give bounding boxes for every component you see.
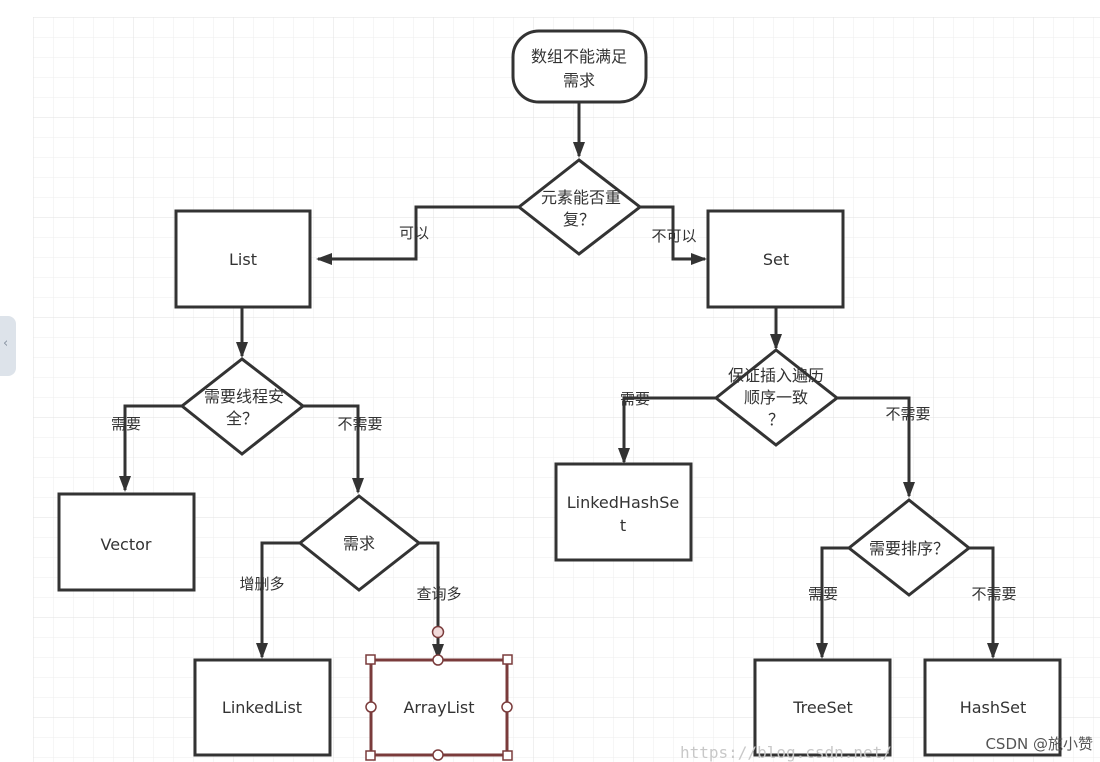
node-q-order[interactable] xyxy=(713,348,840,447)
node-q-need[interactable] xyxy=(297,494,422,592)
label-linkedlist: LinkedList xyxy=(222,698,302,717)
label-q-sort: 需要排序？ xyxy=(869,539,949,558)
edge-order-to-linkedhashset xyxy=(618,396,716,464)
node-set[interactable] xyxy=(706,209,845,309)
edge-label-sort-noneed: 不需要 xyxy=(971,585,1016,603)
label-list: List xyxy=(229,250,257,269)
label-treeset: TreeSet xyxy=(792,698,853,717)
rotate-handle[interactable] xyxy=(431,625,445,639)
label-start-line2: 需求 xyxy=(563,71,595,90)
node-treeset[interactable] xyxy=(753,658,892,757)
label-linkedhashset-line1: LinkedHashSe xyxy=(567,493,680,512)
label-q-thread-line1: 需要线程安 xyxy=(204,387,284,406)
edge-label-add-delete: 增删多 xyxy=(239,575,284,593)
edge-label-query: 查询多 xyxy=(416,585,461,603)
label-q-repeat-line1: 元素能否重 xyxy=(541,188,621,207)
label-vector: Vector xyxy=(101,535,152,554)
label-q-need: 需求 xyxy=(343,534,375,553)
label-hashset: HashSet xyxy=(960,698,1027,717)
watermark-url: https://blog.csdn.net/ xyxy=(680,743,892,762)
label-start-line1: 数组不能满足 xyxy=(531,47,627,66)
node-start[interactable] xyxy=(511,29,648,104)
node-linkedhashset[interactable] xyxy=(554,462,693,562)
credit-label: CSDN @施小赞 xyxy=(985,735,1093,753)
label-q-order-line2: 顺序一致 xyxy=(744,388,808,407)
label-q-repeat-line2: 复？ xyxy=(563,210,595,229)
edge-thread-to-vector xyxy=(119,404,182,492)
edge-sort-to-treeset xyxy=(816,546,849,659)
edge-label-order-need: 需要 xyxy=(620,390,650,408)
collapse-panel-tab[interactable] xyxy=(0,316,16,376)
edge-repeat-to-list xyxy=(316,205,519,265)
node-linkedlist[interactable] xyxy=(193,658,332,757)
edge-label-sort-need: 需要 xyxy=(808,585,838,603)
label-q-order-line1: 保证插入遍历 xyxy=(728,366,824,385)
grid-background-major xyxy=(33,17,1100,762)
edge-thread-to-need xyxy=(303,404,364,494)
edge-repeat-to-set xyxy=(640,205,707,265)
chevron-left-icon[interactable]: ‹ xyxy=(3,336,9,351)
edge-need-to-arraylist xyxy=(419,541,444,660)
edge-label-no: 不可以 xyxy=(651,227,696,245)
selection-handles[interactable] xyxy=(365,654,513,761)
label-arraylist: ArrayList xyxy=(403,698,474,717)
edge-label-order-noneed: 不需要 xyxy=(885,405,930,423)
edge-label-yes: 可以 xyxy=(399,224,429,242)
label-q-order-line3: ？ xyxy=(768,410,784,429)
label-set: Set xyxy=(763,250,789,269)
label-linkedhashset-line2: t xyxy=(620,516,626,535)
node-list[interactable] xyxy=(174,209,312,309)
edge-label-thread-need: 需要 xyxy=(111,415,141,433)
node-hashset[interactable] xyxy=(923,658,1062,757)
edge-sort-to-hashset xyxy=(969,546,999,659)
edge-order-to-sort xyxy=(837,396,915,498)
label-q-thread-line2: 全？ xyxy=(226,409,258,428)
node-q-repeat[interactable] xyxy=(516,158,643,256)
node-q-sort[interactable] xyxy=(846,498,972,597)
edge-need-to-linkedlist xyxy=(256,541,300,659)
node-vector[interactable] xyxy=(57,492,196,592)
edge-label-thread-noneed: 不需要 xyxy=(337,415,382,433)
node-q-thread[interactable] xyxy=(179,357,306,456)
